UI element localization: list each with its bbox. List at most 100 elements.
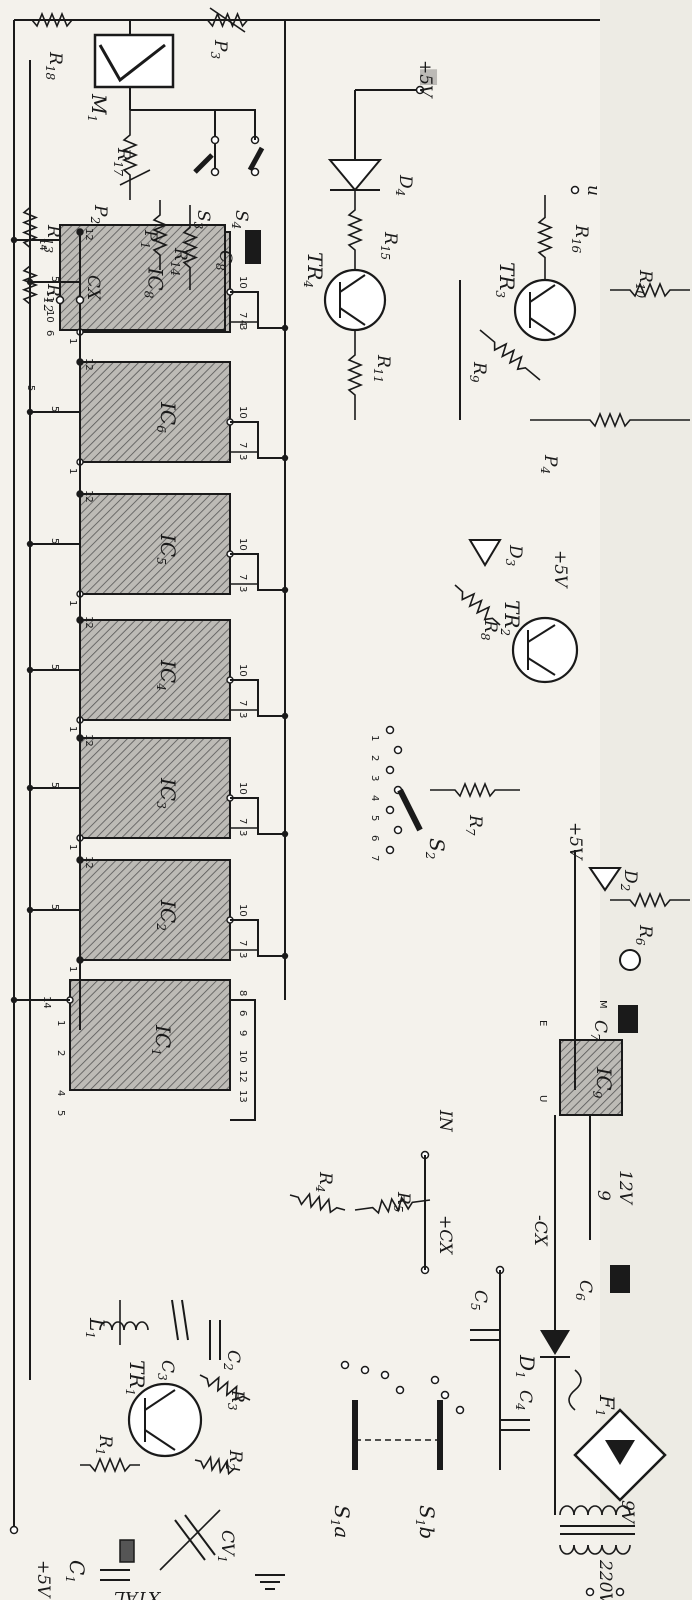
- svg-text:R6: R6: [633, 924, 655, 946]
- label-c1: C1: [63, 1560, 89, 1583]
- svg-text:TR2: TR2: [498, 600, 524, 636]
- label-220v: 220V: [595, 1559, 615, 1600]
- svg-text:C3: C3: [155, 1360, 177, 1381]
- svg-text:D4: D4: [393, 174, 415, 196]
- label-c6: C6: [573, 1280, 595, 1301]
- svg-text:R13: R13: [41, 224, 63, 253]
- pin-number: 3: [237, 454, 248, 460]
- label-d4: D4: [393, 174, 415, 196]
- pin-number: 5: [49, 538, 60, 544]
- pin-number: 10: [237, 538, 248, 551]
- terminal: [9, 1525, 19, 1535]
- junction-dot: [281, 712, 289, 720]
- terminal: [385, 765, 395, 775]
- pin-number: 10: [237, 276, 248, 289]
- label-plus5v-d4: +5V: [415, 60, 435, 99]
- svg-text:R4: R4: [313, 1171, 335, 1192]
- ic1-pin-number: 2: [55, 1050, 66, 1056]
- ic-ic1: IC1: [69, 979, 231, 1091]
- svg-text:S1a: S1a: [328, 1505, 354, 1538]
- label-r16: R16: [569, 224, 591, 253]
- switch-s2-blade: [397, 788, 423, 832]
- svg-text:IC2: IC2: [154, 899, 180, 931]
- pin-number: 1: [67, 338, 78, 344]
- label-r10: R10: [633, 269, 655, 298]
- terminal: [430, 1375, 440, 1385]
- pin-number: 12: [83, 358, 94, 371]
- resistor-r14: [181, 205, 199, 290]
- label-ic9: IC9: [590, 1067, 616, 1099]
- resistor-r5: [354, 1195, 431, 1215]
- pot-arrow: [119, 169, 151, 186]
- terminal: [385, 805, 395, 815]
- label-ic5: IC5: [154, 533, 180, 565]
- pot-p3: [190, 11, 265, 29]
- pin-number: 12: [83, 616, 94, 629]
- ic8-pin-number: 14: [37, 238, 48, 251]
- label-tr1: TR1: [123, 1360, 149, 1396]
- s2-position: 7: [369, 855, 380, 861]
- led-d3: [468, 539, 502, 567]
- junction-dot: [26, 540, 34, 548]
- label-r1: R1: [93, 1434, 115, 1455]
- label-c8: C8: [213, 250, 235, 271]
- label-p4: P4: [538, 454, 560, 474]
- terminal: [340, 1360, 350, 1370]
- pin-number: 5: [49, 664, 60, 670]
- label-r6: R6: [633, 924, 655, 946]
- svg-text:R5: R5: [391, 1191, 413, 1212]
- pin-number: 1: [67, 966, 78, 972]
- resistor-r17: [121, 110, 139, 200]
- coil-turn: [111, 1321, 125, 1331]
- svg-text:P1: P1: [138, 229, 160, 249]
- label-s2: S2: [423, 838, 449, 859]
- meter-needle: [98, 43, 166, 83]
- label-f1: F1: [593, 1394, 619, 1417]
- label-c3: C3: [155, 1360, 177, 1381]
- capacitor-c6: [610, 1265, 630, 1293]
- svg-text:IC5: IC5: [154, 533, 180, 565]
- label-p2: P2: [88, 204, 110, 224]
- resistor-r16: [536, 195, 554, 280]
- pin-number: 10: [237, 904, 248, 917]
- svg-text:TR1: TR1: [123, 1360, 149, 1396]
- junction-dot: [26, 408, 34, 416]
- diode-d1: [540, 1330, 570, 1355]
- svg-text:C7: C7: [588, 1020, 610, 1041]
- pin-number: 1: [67, 844, 78, 850]
- ic1-pin-number: 6: [237, 1010, 248, 1016]
- label-r3: R3: [225, 1389, 247, 1411]
- label-m1: M1: [85, 93, 111, 122]
- pin-number: 1: [67, 600, 78, 606]
- transformer-turn: [615, 1544, 631, 1555]
- label-plus5v-d3: +5V: [550, 550, 570, 589]
- terminal: [210, 135, 220, 145]
- pin-number: 7: [237, 574, 248, 580]
- label-tr2: TR2: [498, 600, 524, 636]
- label-s3: S3: [191, 210, 213, 230]
- tr1-emitter: [144, 1429, 176, 1451]
- junction-dot: [76, 490, 84, 498]
- ic-ic8: IC8: [59, 224, 226, 331]
- pin-number: 7: [237, 312, 248, 318]
- label-c2: C2: [221, 1350, 243, 1371]
- terminal: [55, 295, 65, 305]
- background-print-through: .: [398, 0, 692, 1600]
- label-s1a: S1a: [328, 1505, 354, 1538]
- terminal: [393, 745, 403, 755]
- svg-text:R18: R18: [43, 51, 65, 80]
- svg-text:M1: M1: [85, 93, 111, 122]
- svg-text:R7: R7: [463, 814, 485, 836]
- label-c4: C4: [513, 1390, 535, 1411]
- svg-text:C1: C1: [63, 1560, 89, 1583]
- label-r18: R18: [43, 51, 65, 80]
- ic1-pin-number: 8: [237, 990, 248, 996]
- svg-text:R16: R16: [569, 224, 591, 253]
- label-r15: R15: [378, 231, 400, 260]
- capacitor-c7: [618, 1005, 638, 1033]
- terminal: [380, 1370, 390, 1380]
- ic1-pin-number: 10: [237, 1050, 248, 1063]
- svg-text:D2: D2: [618, 869, 640, 891]
- ic-ic3: IC3: [79, 737, 231, 839]
- svg-text:TR3: TR3: [493, 262, 519, 298]
